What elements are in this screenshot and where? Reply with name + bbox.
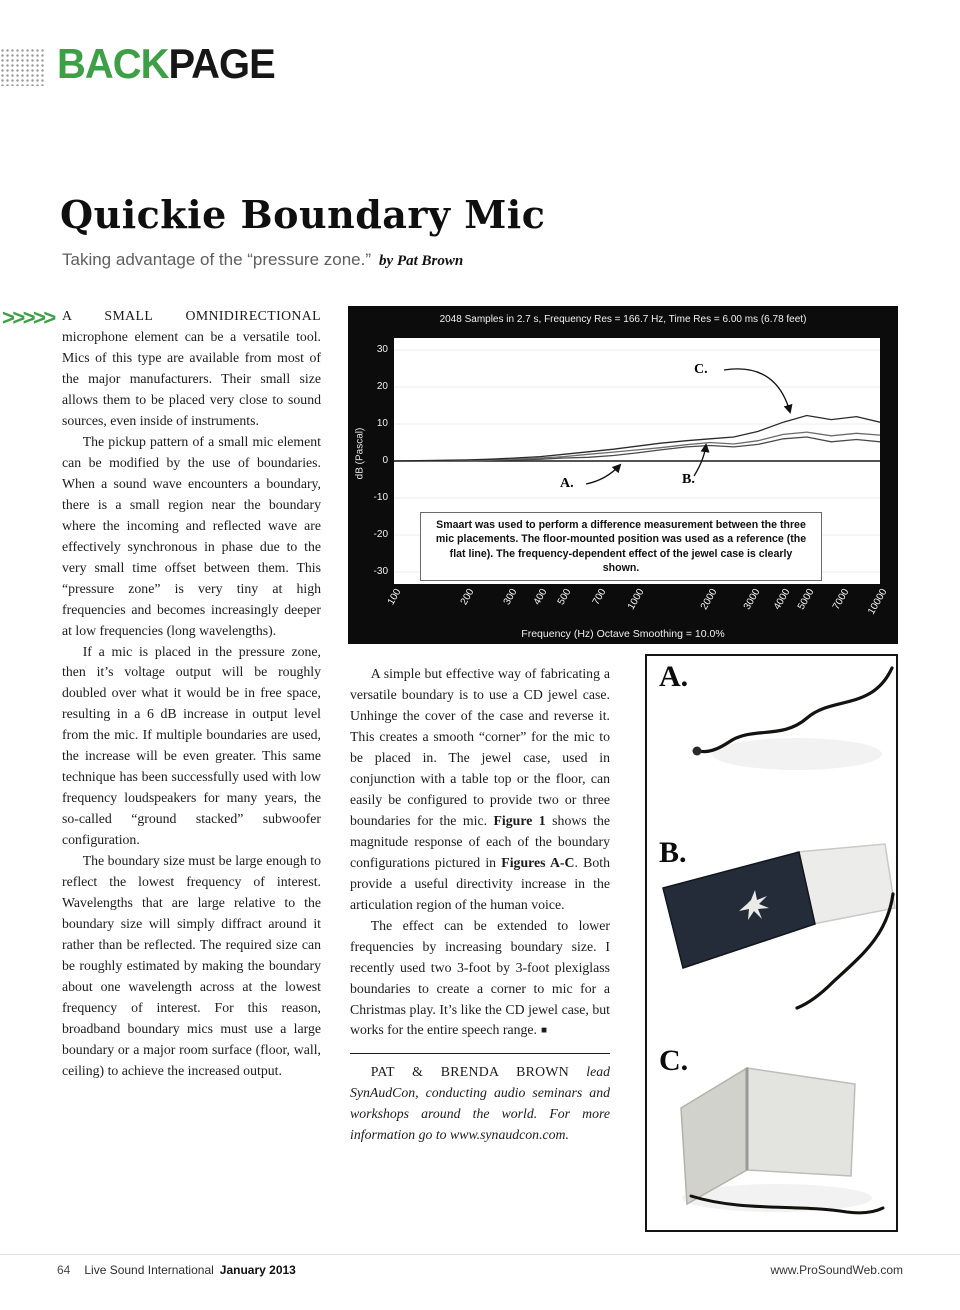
curve-label-c: C. [694, 362, 708, 377]
byline: by Pat Brown [379, 253, 464, 269]
article-paragraph: The effect can be extended to lower freq… [350, 916, 610, 1042]
green-chevrons-marker: >>>>> [2, 305, 56, 330]
figure-photos [662, 666, 896, 1215]
arrow-to-curve-c [723, 368, 793, 414]
x-tick-label: 2000 [699, 587, 720, 612]
x-tick-label: 700 [591, 587, 609, 607]
article-paragraph: The boundary size must be large enough t… [62, 853, 321, 1078]
chart-x-axis-label: Frequency (Hz) Octave Smoothing = 10.0% [521, 628, 725, 640]
article-column-2: A simple but effective way of fabricatin… [350, 664, 610, 1146]
x-tick-label: 100 [385, 587, 404, 607]
page-footer: 64 Live Sound International January 2013 w… [0, 1254, 960, 1288]
chart-header: 2048 Samples in 2.7 s, Frequency Res = 1… [439, 314, 807, 325]
article-lead-in: A SMALL OMNIDIRECTIONAL [62, 308, 321, 323]
curve-a [394, 436, 880, 462]
arrow-to-curve-b [693, 443, 710, 477]
figures-a-c-reference: Figures A-C [501, 854, 575, 870]
x-tick-label: 10000 [866, 587, 890, 617]
figure-1-reference: Figure 1 [493, 812, 546, 828]
paragraph-text: shows the magnitude response of each of … [350, 812, 610, 870]
arrow-to-curve-a [585, 463, 622, 485]
masthead-back: BACK [57, 40, 169, 87]
author-names: PAT & BRENDA BROWN [370, 1064, 569, 1080]
footer-left: 64 Live Sound International January 2013 [57, 1263, 296, 1277]
publisher-website: www.ProSoundWeb.com [770, 1263, 903, 1277]
photo-c-open-jewel-case-corner [680, 1066, 885, 1215]
chart-note-box: Smaart was used to perform a difference … [420, 512, 822, 582]
x-tick-label: 200 [458, 587, 477, 607]
x-tick-label: 300 [501, 587, 520, 607]
masthead-dot-pattern [0, 48, 46, 86]
y-tick-label: 20 [376, 381, 388, 392]
masthead-logo: BACKPAGE [57, 40, 276, 88]
chart-panel: 2048 Samples in 2.7 s, Frequency Res = 1… [348, 306, 898, 644]
paragraph-text: The effect can be extended to lower freq… [350, 917, 610, 1038]
curve-label-a: A. [560, 476, 574, 491]
y-tick-label: 30 [376, 344, 388, 355]
y-tick-label: 10 [376, 418, 388, 429]
y-tick-label: 0 [382, 455, 388, 466]
y-tick-label: -20 [373, 529, 388, 540]
paragraph-text: . Both provide a useful directivity incr… [350, 854, 610, 912]
end-of-article-mark: ■ [540, 1025, 547, 1037]
photo-b-closed-jewel-case [662, 843, 896, 1010]
masthead-page: PAGE [168, 40, 275, 87]
issue-date: January 2013 [219, 1263, 296, 1277]
bio-text: lead SynAudCon, conducting audio seminar… [350, 1064, 610, 1143]
article-subtitle: Taking advantage of the “pressure zone.” [62, 250, 372, 269]
subline: Taking advantage of the “pressure zone.”… [62, 250, 622, 270]
bio-divider [350, 1053, 610, 1055]
measurement-curves [394, 414, 880, 462]
article-paragraph: If a mic is placed in the pressure zone,… [62, 643, 321, 848]
y-tick-label: -10 [373, 492, 388, 503]
page-number: 64 [57, 1263, 71, 1277]
x-tick-label: 1000 [625, 587, 647, 612]
page-title: Quickie Boundary Mic [60, 192, 546, 237]
x-tick-label: 3000 [741, 587, 763, 612]
article-paragraph: A simple but effective way of fabricatin… [350, 664, 610, 916]
author-bio: PAT & BRENDA BROWN lead SynAudCon, condu… [350, 1062, 610, 1146]
y-tick-label: -30 [373, 566, 388, 577]
figure-label-a: A. [659, 660, 689, 693]
x-tick-label: 7000 [831, 587, 852, 612]
figure-label-b: B. [659, 836, 687, 869]
article-paragraph: The pickup pattern of a small mic elemen… [62, 433, 321, 638]
article-column-1: A SMALL OMNIDIRECTIONAL microphone eleme… [62, 306, 321, 1082]
paragraph-text: A simple but effective way of fabricatin… [350, 666, 610, 828]
figure-label-c: C. [659, 1044, 689, 1077]
publication-name: Live Sound International [84, 1263, 214, 1277]
curve-c [394, 414, 880, 462]
curve-label-b: B. [682, 472, 695, 487]
figure-photo-panel: A. B. C. [645, 654, 898, 1232]
article-paragraph: A SMALL OMNIDIRECTIONAL microphone eleme… [62, 308, 321, 428]
photo-a-mic-on-surface [692, 666, 894, 770]
